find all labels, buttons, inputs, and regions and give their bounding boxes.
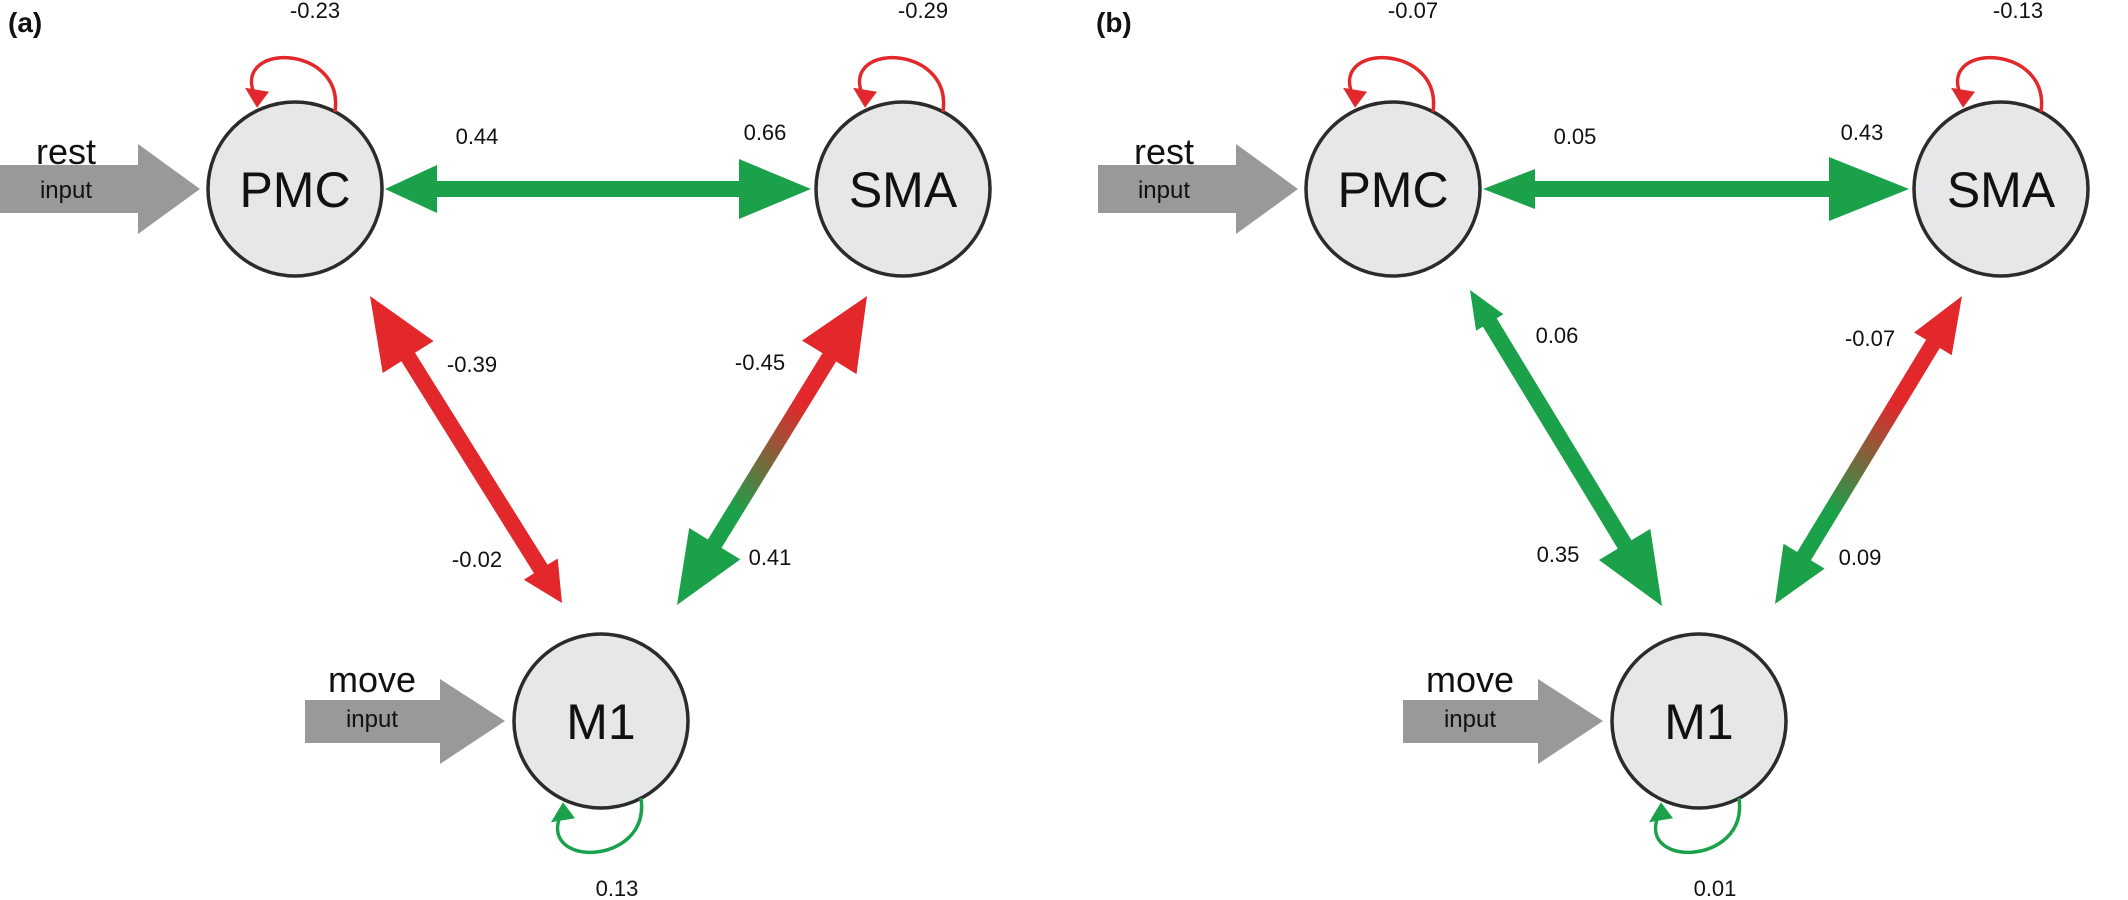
self-loop-sma (1955, 55, 2044, 112)
self-loop-m1-head (551, 802, 575, 823)
edge-sma-m1 (1775, 296, 1962, 604)
move-input-label: move (328, 659, 416, 700)
node-m1: M1 (1610, 632, 1788, 810)
move-input-sublabel: input (346, 706, 398, 733)
weight-pmc-sma-right: 0.43 (1841, 120, 1884, 145)
panel-b-label: (b) (1096, 7, 1132, 38)
rest-input-label: rest (1134, 131, 1194, 172)
rest-input-arrow: rest input (0, 131, 200, 234)
edge-pmc-sma (1483, 157, 1909, 221)
edge-pmc-m1 (370, 296, 562, 603)
weight-sma-self: -0.29 (898, 0, 948, 23)
move-input-label: move (1426, 659, 1514, 700)
edges (1470, 157, 1962, 606)
weight-pmc-self: -0.23 (290, 0, 340, 23)
sma-label: SMA (849, 162, 958, 218)
self-loops (1343, 55, 2044, 855)
weight-pmc-m1-top: -0.39 (447, 352, 497, 377)
weight-m1-self: 0.01 (1694, 876, 1737, 900)
sma-label: SMA (1947, 162, 2056, 218)
move-input-arrow: move input (1403, 659, 1603, 764)
move-input-arrow: move input (305, 659, 505, 764)
edge-pmc-sma (385, 159, 811, 219)
self-loop-sma (857, 55, 946, 112)
pmc-label: PMC (1337, 162, 1448, 218)
node-pmc: PMC (206, 100, 384, 278)
weight-pmc-self: -0.07 (1388, 0, 1438, 23)
weight-sma-m1-top: -0.45 (735, 350, 785, 375)
weight-pmc-sma-right: 0.66 (744, 120, 787, 145)
edge-pmc-m1 (1470, 290, 1662, 606)
node-sma: SMA (814, 100, 992, 278)
node-m1: M1 (512, 632, 690, 810)
self-loop-m1-head (1649, 802, 1673, 823)
edges (370, 159, 867, 605)
weight-pmc-sma-left: 0.05 (1554, 124, 1597, 149)
panel-b: (b) rest input move input PMC SMA M1 0.0… (1096, 0, 2090, 900)
weight-m1-self: 0.13 (596, 876, 639, 900)
move-input-sublabel: input (1444, 706, 1496, 733)
rest-input-sublabel: input (1138, 177, 1190, 204)
m1-label: M1 (566, 694, 635, 750)
weight-sma-self: -0.13 (1993, 0, 2043, 23)
m1-label: M1 (1664, 694, 1733, 750)
self-loop-sma-head (853, 87, 877, 108)
self-loop-pmc (1347, 55, 1436, 112)
self-loop-pmc (249, 55, 338, 112)
weight-pmc-m1-bottom: -0.02 (452, 547, 502, 572)
weight-sma-m1-bottom: 0.41 (749, 545, 792, 570)
rest-input-arrow: rest input (1098, 131, 1298, 234)
edge-sma-m1 (677, 296, 867, 605)
weight-sma-m1-top: -0.07 (1845, 326, 1895, 351)
self-loop-pmc-head (245, 87, 269, 108)
node-sma: SMA (1912, 100, 2090, 278)
self-loop-pmc-head (1343, 87, 1367, 108)
self-loop-m1 (1653, 798, 1742, 855)
rest-input-label: rest (36, 131, 96, 172)
self-loop-sma-head (1951, 87, 1975, 108)
rest-input-sublabel: input (40, 177, 92, 204)
self-loop-m1 (555, 798, 644, 855)
weight-pmc-sma-left: 0.44 (456, 124, 499, 149)
panel-a: (a) rest input move input PMC SMA M1 0.4… (0, 0, 992, 900)
weight-pmc-m1-bottom: 0.35 (1537, 542, 1580, 567)
node-pmc: PMC (1304, 100, 1482, 278)
pmc-label: PMC (239, 162, 350, 218)
weight-pmc-m1-top: 0.06 (1536, 323, 1579, 348)
self-loops (245, 55, 946, 855)
panel-a-label: (a) (8, 7, 42, 38)
weight-sma-m1-bottom: 0.09 (1839, 545, 1882, 570)
